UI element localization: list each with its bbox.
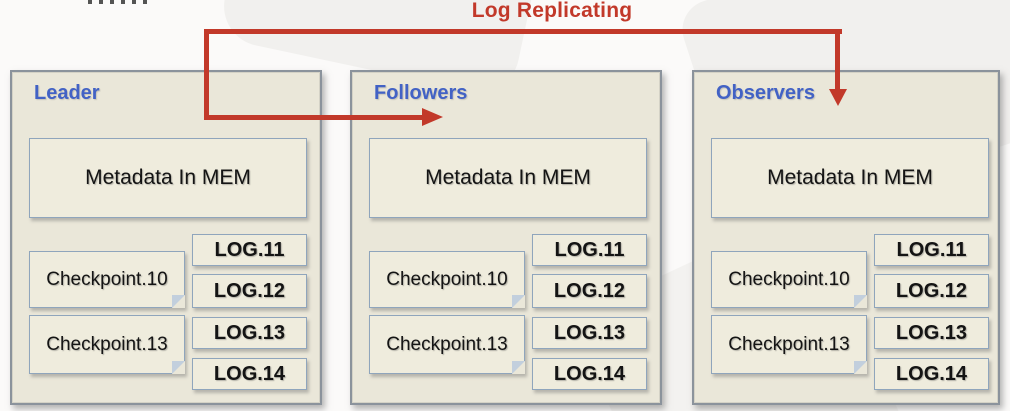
log-box: LOG.13: [532, 317, 647, 349]
checkpoint-note: Checkpoint.10: [711, 251, 867, 308]
log-box: LOG.14: [532, 358, 647, 390]
log-box: LOG.11: [532, 234, 647, 266]
checkpoint-note: Checkpoint.13: [711, 315, 867, 374]
log-box: LOG.14: [874, 358, 989, 390]
replication-arrow-leader-to-followers-segment: [204, 115, 424, 120]
replication-arrow-left-vertical-segment: [204, 29, 209, 117]
checkpoint-note: Checkpoint.10: [369, 251, 525, 308]
checkpoint-note: Checkpoint.13: [369, 315, 525, 374]
cropped-text-remnant: [88, 0, 152, 4]
log-replicating-label: Log Replicating: [471, 0, 633, 22]
metadata-in-mem-box: Metadata In MEM: [711, 138, 989, 218]
log-box: LOG.12: [192, 274, 307, 308]
log-box: LOG.12: [874, 274, 989, 308]
replication-arrow-right-vertical-segment: [835, 29, 840, 90]
log-box: LOG.13: [192, 317, 307, 349]
log-box: LOG.13: [874, 317, 989, 349]
panel-title-observers: Observers: [716, 82, 815, 104]
metadata-in-mem-box: Metadata In MEM: [29, 138, 307, 218]
arrowhead-into-followers-icon: [422, 108, 443, 126]
checkpoint-note: Checkpoint.13: [29, 315, 185, 374]
checkpoint-note: Checkpoint.10: [29, 251, 185, 308]
panel-title-leader: Leader: [34, 82, 100, 104]
log-box: LOG.11: [192, 234, 307, 266]
panel-leader: Leader Metadata In MEM Checkpoint.10 Che…: [10, 70, 322, 405]
log-box: LOG.12: [532, 274, 647, 308]
metadata-in-mem-box: Metadata In MEM: [369, 138, 647, 218]
arrowhead-into-observers-icon: [829, 89, 847, 106]
panel-observers: Observers Metadata In MEM Checkpoint.10 …: [692, 70, 1000, 405]
replication-arrow-top-segment: [204, 29, 842, 34]
panel-followers: Followers Metadata In MEM Checkpoint.10 …: [350, 70, 662, 405]
log-box: LOG.14: [192, 358, 307, 390]
log-box: LOG.11: [874, 234, 989, 266]
panel-title-followers: Followers: [374, 82, 468, 104]
